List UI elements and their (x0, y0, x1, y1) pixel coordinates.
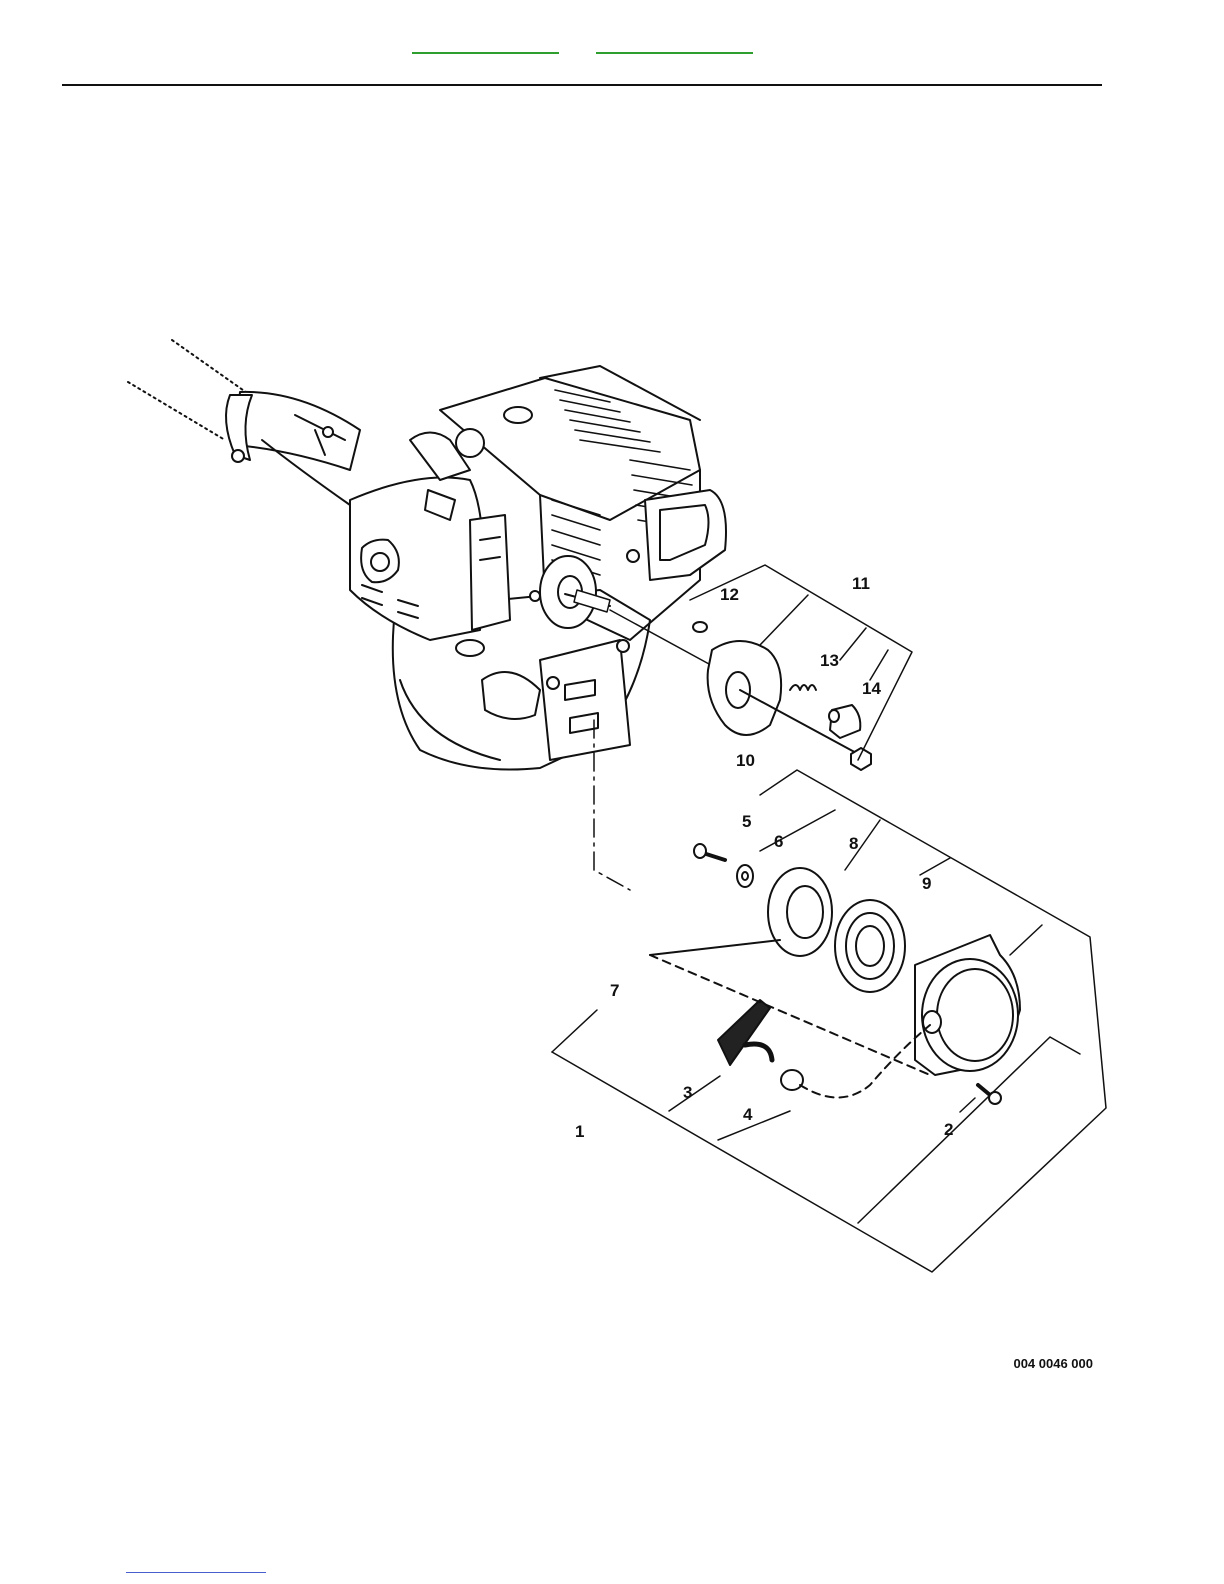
callout-12: 12 (720, 585, 739, 604)
callout-2: 2 (944, 1120, 953, 1139)
callout-8: 8 (849, 834, 858, 853)
callout-1: 1 (575, 1122, 584, 1141)
callout-10: 10 (736, 751, 755, 770)
drawing-number: 004 0046 000 (1013, 1356, 1093, 1371)
callout-13: 13 (820, 651, 839, 670)
footer-link[interactable] (126, 1562, 266, 1573)
callout-5: 5 (742, 812, 751, 831)
callout-4: 4 (743, 1105, 753, 1124)
callout-14: 14 (862, 679, 881, 698)
callout-7: 7 (610, 981, 619, 1000)
callout-11: 11 (852, 574, 870, 593)
callout-3: 3 (683, 1083, 692, 1102)
callout-6: 6 (774, 832, 783, 851)
callout-9: 9 (922, 874, 931, 893)
